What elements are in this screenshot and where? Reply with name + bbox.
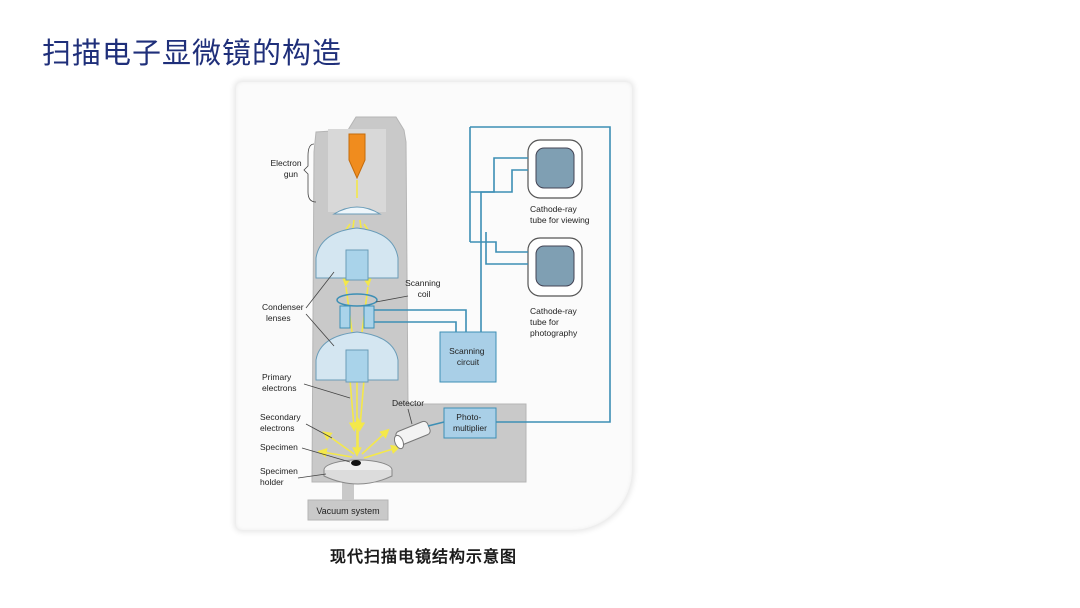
label-crt-viewing: Cathode-ray tube for viewing (530, 204, 590, 225)
condenser-leader-lines (305, 271, 335, 347)
sem-diagram: Vacuum system (260, 116, 611, 521)
crt-photography-monitor (527, 237, 583, 297)
vacuum-stem (342, 482, 354, 500)
label-photomultiplier: Photo- multiplier (453, 412, 487, 433)
specimen-holder (323, 459, 393, 485)
anode-plate (332, 206, 382, 215)
label-scanning-coil: Scanning coil (405, 278, 443, 299)
label-electron-gun: Electron gun (270, 158, 304, 179)
sem-diagram-frame: Vacuum system (236, 82, 632, 530)
slide-title: 扫描电子显微镜的构造 (42, 36, 343, 70)
condenser-lens-lower (315, 331, 399, 383)
electron-gun-icon (348, 133, 366, 180)
secondary-electrons-leader (305, 423, 333, 439)
primary-electrons-leader (303, 383, 351, 399)
label-specimen-holder: Specimen holder (260, 466, 300, 487)
signal-wiring (374, 126, 611, 427)
label-specimen: Specimen (260, 442, 298, 452)
electron-gun-brace (303, 143, 317, 203)
label-primary-electrons: Primary electrons (262, 372, 297, 393)
figure-caption: 现代扫描电镜结构示意图 (330, 547, 518, 566)
specimen-leader (301, 447, 351, 463)
label-detector: Detector (392, 398, 424, 408)
scanning-coil (336, 293, 378, 329)
specimen-dot (351, 460, 361, 466)
label-vacuum-system: Vacuum system (316, 506, 379, 516)
detector-icon (393, 420, 431, 450)
label-condenser-lenses: Condenser lenses (262, 302, 306, 323)
scanning-coil-leader (375, 295, 409, 303)
label-crt-photography: Cathode-ray tube for photography (530, 306, 579, 338)
condenser-lens-upper (315, 227, 399, 281)
label-secondary-electrons: Secondary electrons (260, 412, 303, 433)
specimen-holder-leader (297, 473, 327, 479)
label-scanning-circuit: Scanning circuit (449, 346, 487, 367)
crt-viewing-monitor (527, 139, 583, 199)
secondary-electron-arrows (317, 417, 401, 459)
detector-leader (407, 408, 413, 425)
photomultiplier-box (443, 407, 497, 439)
scanning-circuit-box (439, 331, 497, 383)
